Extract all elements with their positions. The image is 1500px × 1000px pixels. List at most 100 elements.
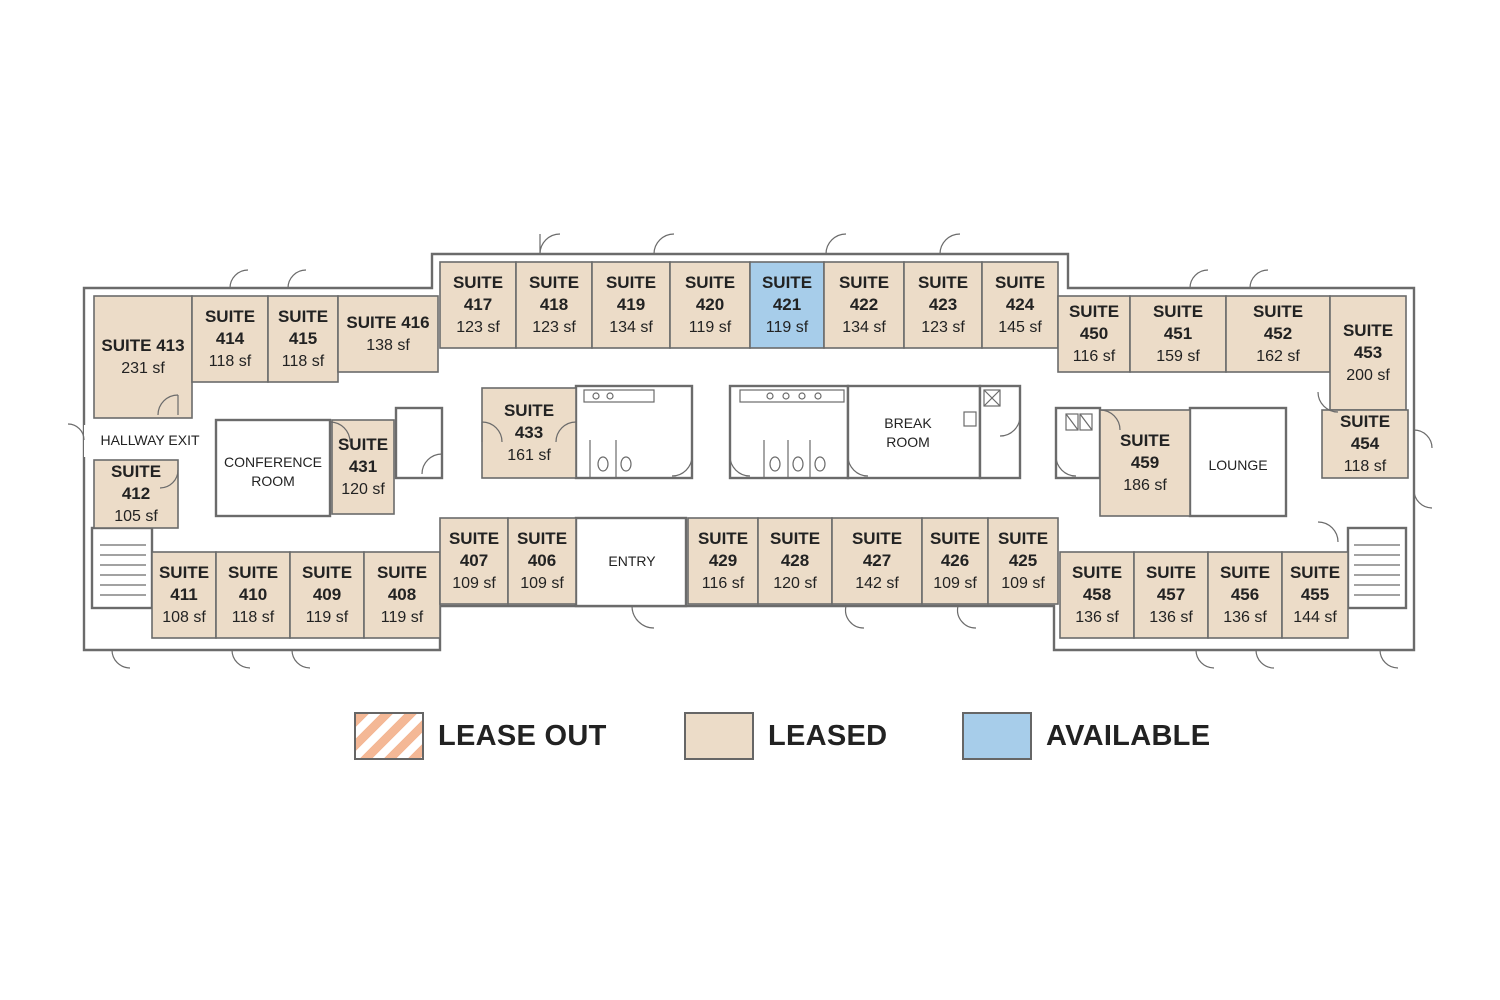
suite-418-area[interactable]	[515, 261, 593, 349]
suite-407-area[interactable]	[439, 517, 509, 605]
suite-458-area[interactable]	[1059, 551, 1135, 639]
suite-number-label: 408	[388, 585, 416, 604]
suite-412-area[interactable]	[93, 459, 179, 529]
suite-word-label: SUITE	[698, 529, 748, 548]
suite-450-area[interactable]	[1057, 295, 1131, 373]
break-room[interactable]	[846, 384, 982, 480]
suite-415-area[interactable]	[267, 295, 339, 383]
suite-459-area[interactable]	[1099, 409, 1191, 517]
suite-406-area[interactable]	[507, 517, 577, 605]
suite-area-label: 118 sf	[282, 353, 325, 370]
suite-455-area[interactable]	[1281, 551, 1349, 639]
suite-422-area[interactable]	[823, 261, 905, 349]
conference-room-label: CONFERENCE	[224, 454, 322, 470]
suite-408-area[interactable]	[363, 551, 441, 639]
suite-area-label: 142 sf	[855, 575, 899, 592]
suite-433-area[interactable]	[481, 387, 577, 479]
suite-451-area[interactable]	[1129, 295, 1227, 373]
suite-419-area[interactable]	[591, 261, 671, 349]
suite-452-area[interactable]	[1225, 295, 1331, 373]
suite-area-label: 119 sf	[766, 319, 809, 336]
suite-410-area[interactable]	[215, 551, 291, 639]
conference-room[interactable]	[214, 418, 332, 518]
suite-number-label: 415	[289, 329, 317, 348]
suite-area-label: 161 sf	[507, 447, 551, 464]
entry-vestibule[interactable]	[574, 516, 688, 608]
suite-number-label: 419	[617, 295, 645, 314]
stair-right	[1346, 526, 1408, 610]
suite-411-area[interactable]	[151, 551, 217, 639]
suite-number-label: 418	[540, 295, 568, 314]
suite-426-area[interactable]	[921, 517, 989, 605]
suite-454-area[interactable]	[1321, 409, 1409, 479]
suite-420-area[interactable]	[669, 261, 751, 349]
suite-421-area[interactable]	[749, 261, 825, 349]
hallway-exit-opening[interactable]	[84, 425, 96, 457]
suite-456-area[interactable]	[1207, 551, 1283, 639]
conference-room-label-2: ROOM	[251, 473, 295, 489]
suite-457-area[interactable]	[1133, 551, 1209, 639]
suite-area-label: 136 sf	[1223, 609, 1267, 626]
suite-417-area[interactable]	[439, 261, 517, 349]
suite-429-area[interactable]	[687, 517, 759, 605]
suite-word-label: SUITE	[995, 273, 1045, 292]
suite-number-label: 410	[239, 585, 267, 604]
suite-word-label: SUITE	[918, 273, 968, 292]
suite-427-area[interactable]	[831, 517, 923, 605]
lease-out-label: LEASE OUT	[438, 719, 607, 752]
suite-413-area[interactable]	[93, 295, 193, 419]
lounge-room[interactable]	[1188, 406, 1288, 518]
suite-area-label: 162 sf	[1256, 348, 1300, 365]
suite-number-label: 459	[1131, 453, 1159, 472]
leased-label: LEASED	[768, 719, 888, 752]
suite-425-area[interactable]	[987, 517, 1059, 605]
suite-number-label: 427	[863, 551, 891, 570]
break-room-label-2: ROOM	[886, 434, 930, 450]
suite-area-label: 123 sf	[532, 319, 576, 336]
suite-number-label: 455	[1301, 585, 1329, 604]
legend-leased: LEASED	[684, 712, 887, 760]
suite-453-area[interactable]	[1329, 295, 1407, 411]
suite-423-area[interactable]	[903, 261, 983, 349]
suite-424-area[interactable]	[981, 261, 1059, 349]
suite-428-area[interactable]	[757, 517, 833, 605]
suite-416-area[interactable]	[337, 295, 439, 373]
suite-431-area[interactable]	[331, 419, 395, 515]
